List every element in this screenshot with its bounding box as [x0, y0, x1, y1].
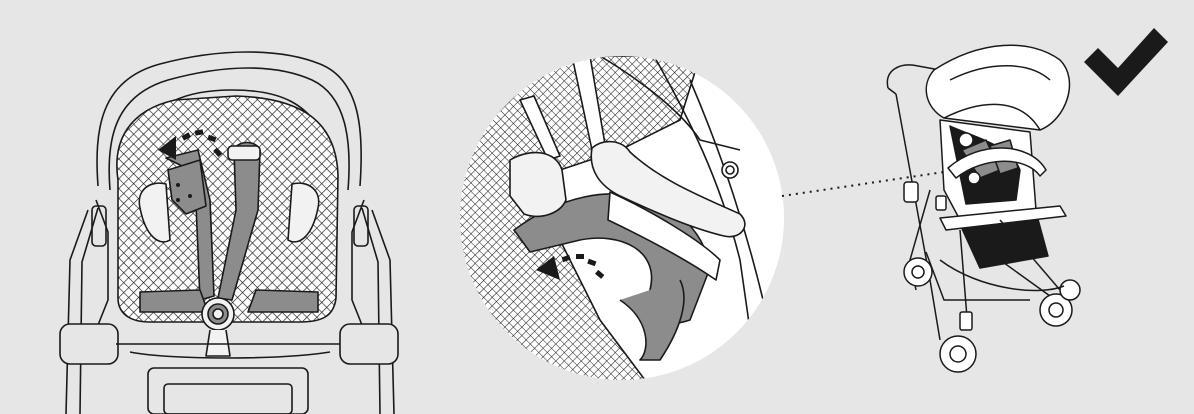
seat-armrests: [60, 324, 398, 414]
seat-harness-rear-view: [60, 52, 398, 414]
harness-buckle: [202, 298, 234, 356]
zoom-leader-line: [782, 172, 944, 196]
stroller-canopy: [926, 45, 1069, 130]
zoom-white-pad-left: [510, 153, 566, 217]
stroller-wheels: [904, 258, 1080, 372]
checkmark-icon: [1084, 28, 1168, 96]
stroller-side-view: [887, 45, 1080, 372]
harness-detail-zoom: [440, 56, 784, 400]
